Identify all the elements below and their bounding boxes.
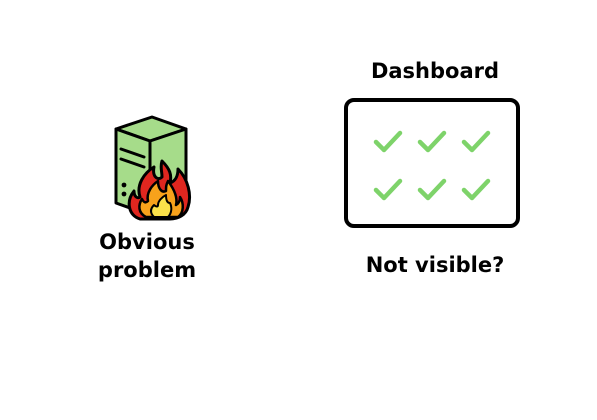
check-icon [366,118,410,166]
check-icon [410,166,454,214]
check-icon [366,166,410,214]
check-icon [454,118,498,166]
check-icon [454,166,498,214]
dashboard-panel [344,98,520,228]
server-caption: Obvious problem [72,228,222,284]
check-icon [410,118,454,166]
server-on-fire-group [100,115,210,225]
server-on-fire-icon [114,115,192,221]
dashboard-title: Dashboard [370,59,500,83]
server-slot [119,147,146,159]
flame-core [150,194,173,218]
server-caption-line2: problem [97,258,197,282]
server-caption-line1: Obvious [99,230,195,254]
server-led [121,182,127,188]
server-slot [119,157,146,169]
dashboard-caption: Not visible? [365,253,505,277]
check-grid [366,118,498,214]
server-led [121,191,127,197]
